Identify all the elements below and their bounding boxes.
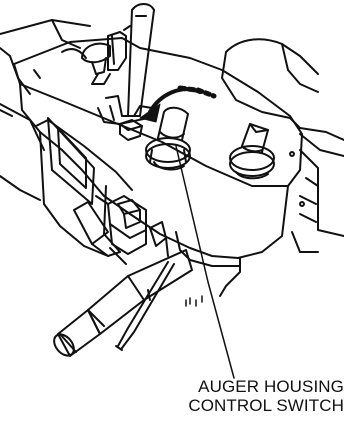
left-rear-panel bbox=[0, 20, 90, 200]
callout-line-1: AUGER HOUSING bbox=[188, 377, 344, 396]
callout-line-2: CONTROL SWITCH bbox=[188, 396, 344, 415]
handle-grip bbox=[50, 250, 192, 359]
leader-line bbox=[176, 146, 234, 378]
left-side-panel bbox=[36, 118, 132, 256]
callout-label: AUGER HOUSING CONTROL SWITCH bbox=[188, 377, 344, 415]
shift-lever bbox=[98, 4, 154, 124]
trigger-control-box bbox=[96, 196, 168, 256]
drive-bail-bar bbox=[74, 202, 126, 264]
fastener-marks bbox=[186, 296, 202, 306]
small-switch-button bbox=[120, 120, 142, 140]
control-rod bbox=[116, 262, 174, 350]
chute-control-joystick bbox=[230, 124, 274, 178]
rotation-arrow-icon bbox=[140, 88, 214, 122]
